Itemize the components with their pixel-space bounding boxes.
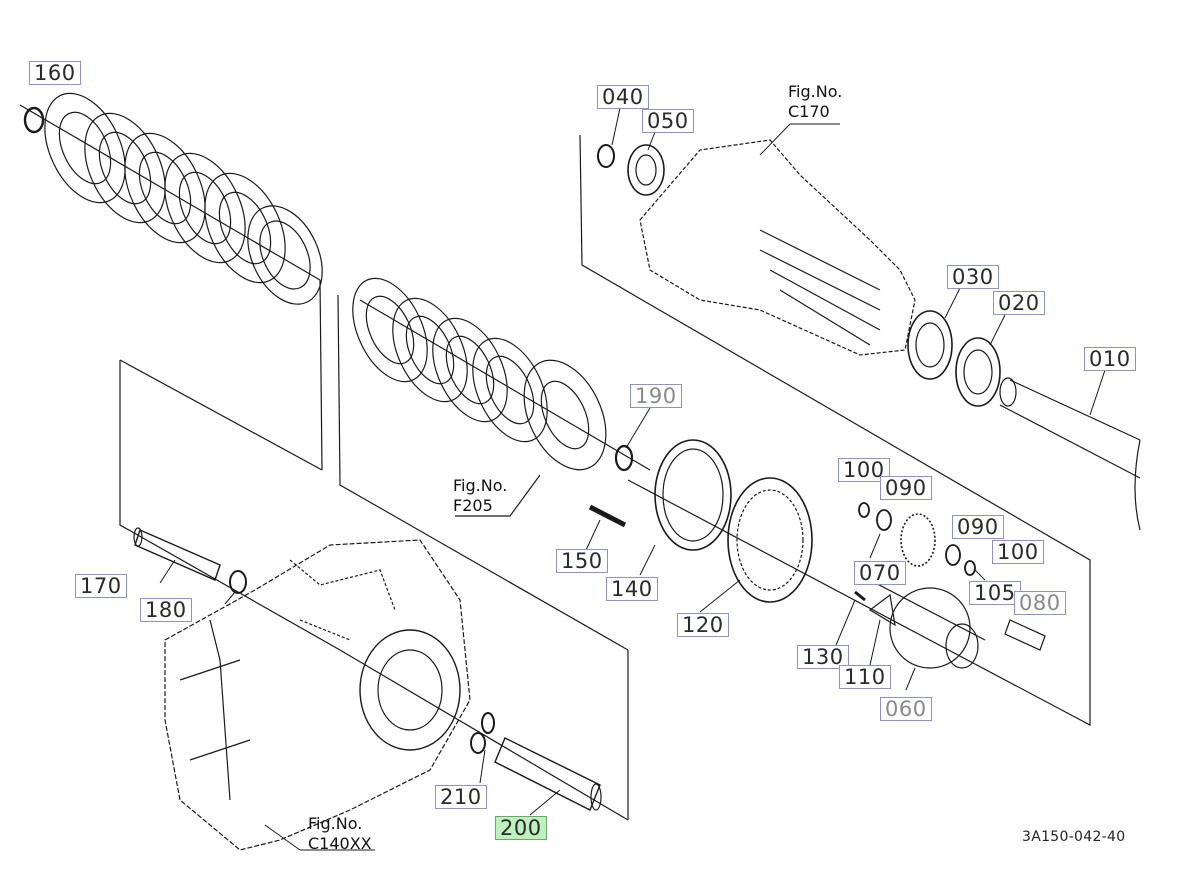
part-callout-180[interactable]: 180: [140, 598, 192, 622]
transmission-case: [119, 359, 629, 851]
figure-ref-c140xx-code: C140XX: [308, 834, 372, 853]
part-callout-010[interactable]: 010: [1084, 347, 1136, 371]
figure-ref-c170-label: Fig.No.: [788, 82, 843, 101]
clutch-disc-stack-upper: [19, 92, 323, 471]
part-callout-050[interactable]: 050: [642, 109, 694, 133]
part-callout-070[interactable]: 070: [854, 561, 906, 585]
part-callout-210[interactable]: 210: [435, 785, 487, 809]
part-callout-190[interactable]: 190: [630, 384, 682, 408]
part-callout-160[interactable]: 160: [29, 61, 81, 85]
clutch-disc-stack-center: [337, 277, 651, 651]
figure-ref-c140xx[interactable]: Fig.No. C140XX: [308, 814, 372, 854]
part-callout-150[interactable]: 150: [556, 549, 608, 573]
part-callout-030[interactable]: 030: [947, 265, 999, 289]
part-callout-200-selected[interactable]: 200: [495, 816, 547, 840]
part-callout-090a[interactable]: 090: [880, 476, 932, 500]
part-callout-100b[interactable]: 100: [992, 540, 1044, 564]
part-callout-020[interactable]: 020: [993, 291, 1045, 315]
leader-lines: [159, 107, 1106, 851]
part-callout-105[interactable]: 105: [969, 581, 1021, 605]
part-callout-040[interactable]: 040: [597, 85, 649, 109]
part-callout-080[interactable]: 080: [1014, 591, 1066, 615]
figure-ref-c140xx-label: Fig.No.: [308, 814, 363, 833]
gear-case-housing: [579, 134, 1141, 726]
figure-ref-f205-label: Fig.No.: [453, 476, 508, 495]
part-callout-100a[interactable]: 100: [838, 458, 890, 482]
part-callout-110[interactable]: 110: [839, 665, 891, 689]
part-callout-060[interactable]: 060: [880, 697, 932, 721]
figure-ref-f205-code: F205: [453, 496, 493, 515]
planetary-gear-set: [588, 439, 1046, 669]
diagram-code: 3A150-042-40: [1022, 829, 1126, 845]
part-callout-120[interactable]: 120: [677, 613, 729, 637]
part-callout-140[interactable]: 140: [606, 577, 658, 601]
part-callout-090b[interactable]: 090: [952, 515, 1004, 539]
figure-ref-c170[interactable]: Fig.No. C170: [788, 82, 842, 122]
figure-ref-f205[interactable]: Fig.No. F205: [453, 476, 507, 516]
figure-ref-c170-code: C170: [788, 102, 830, 121]
part-callout-170[interactable]: 170: [75, 574, 127, 598]
